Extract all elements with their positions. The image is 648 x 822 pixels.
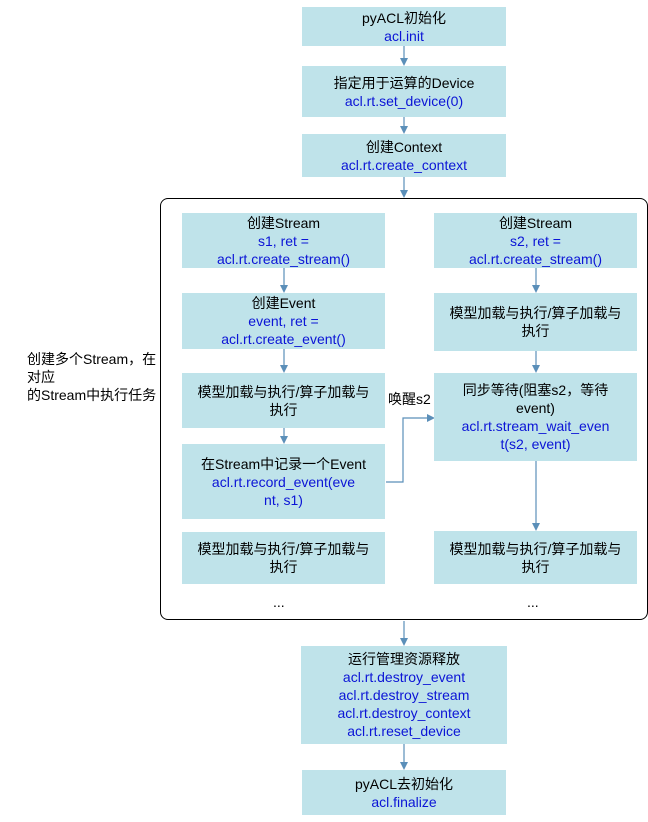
left-record-code2: nt, s1)	[264, 491, 303, 508]
left-exec-step-1: 模型加载与执行/算子加载与 执行	[182, 373, 385, 428]
release-code3: acl.rt.destroy_context	[337, 705, 471, 721]
left-create-stream-title: 创建Stream	[246, 214, 321, 231]
init-title: pyACL初始化	[361, 9, 447, 26]
release-code4: acl.rt.reset_device	[347, 723, 461, 739]
release-title: 运行管理资源释放	[348, 651, 460, 667]
left-exec1-line2: 执行	[269, 401, 298, 418]
release-code1: acl.rt.destroy_event	[342, 669, 466, 685]
right-exec-step-1: 模型加载与执行/算子加载与 执行	[434, 293, 637, 351]
left-create-event-step: 创建Event event, ret = acl.rt.create_event…	[182, 293, 385, 349]
left-create-stream-code1: s1, ret =	[258, 232, 309, 249]
release-code2: acl.rt.destroy_stream	[338, 687, 470, 703]
finalize-code: acl.finalize	[371, 793, 437, 810]
init-step: pyACL初始化 acl.init	[302, 7, 506, 46]
finalize-title: pyACL去初始化	[354, 775, 454, 792]
left-exec2-line1: 模型加载与执行/算子加载与	[197, 541, 370, 557]
right-exec2-line2: 执行	[521, 558, 550, 575]
right-wait-code2: t(s2, event)	[500, 436, 571, 452]
left-record-event-step: 在Stream中记录一个Event acl.rt.record_event(ev…	[182, 444, 385, 519]
side-note-line1: 创建多个Stream，在对应	[27, 351, 157, 385]
left-create-event-code1: event, ret =	[248, 313, 319, 329]
right-ellipsis: ...	[527, 594, 539, 610]
right-create-stream-code2: acl.rt.create_stream()	[468, 250, 603, 267]
right-create-stream-step: 创建Stream s2, ret = acl.rt.create_stream(…	[434, 213, 637, 268]
right-wait-code1: acl.rt.stream_wait_even	[461, 418, 610, 434]
left-create-event-title: 创建Event	[251, 295, 316, 311]
create-context-title: 创建Context	[365, 138, 443, 155]
right-wait-event-step: 同步等待(阻塞s2，等待 event) acl.rt.stream_wait_e…	[434, 373, 637, 461]
left-create-stream-step: 创建Stream s1, ret = acl.rt.create_stream(…	[182, 213, 385, 268]
left-ellipsis: ...	[273, 594, 285, 610]
create-context-step: 创建Context acl.rt.create_context	[302, 134, 506, 177]
right-create-stream-title: 创建Stream	[498, 214, 573, 231]
set-device-code: acl.rt.set_device(0)	[344, 92, 464, 109]
left-exec2-line2: 执行	[269, 559, 298, 575]
left-record-code1: acl.rt.record_event(eve	[211, 473, 356, 490]
left-create-event-code2: acl.rt.create_event()	[221, 331, 346, 347]
wake-label: 唤醒s2	[388, 391, 431, 407]
set-device-title: 指定用于运算的Device	[333, 74, 475, 91]
init-code: acl.init	[384, 27, 424, 44]
create-context-code: acl.rt.create_context	[340, 156, 468, 173]
side-note-line2: 的Stream中执行任务	[27, 387, 157, 403]
set-device-step: 指定用于运算的Device acl.rt.set_device(0)	[302, 66, 506, 117]
right-create-stream-code1: s2, ret =	[510, 232, 561, 249]
right-exec1-line2: 执行	[521, 323, 550, 339]
finalize-step: pyACL去初始化 acl.finalize	[302, 770, 506, 815]
right-exec2-line1: 模型加载与执行/算子加载与	[449, 540, 622, 557]
arrow-wake-s2	[386, 414, 435, 483]
left-create-stream-code2: acl.rt.create_stream()	[216, 250, 351, 267]
right-exec-step-2: 模型加载与执行/算子加载与 执行	[434, 531, 637, 584]
side-note: 创建多个Stream，在对应 的Stream中执行任务	[27, 350, 159, 404]
right-wait-line1: 同步等待(阻塞s2，等待	[462, 382, 609, 398]
left-record-title: 在Stream中记录一个Event	[201, 455, 366, 472]
right-exec1-line1: 模型加载与执行/算子加载与	[449, 305, 622, 321]
release-step: 运行管理资源释放 acl.rt.destroy_event acl.rt.des…	[301, 646, 507, 744]
left-exec-step-2: 模型加载与执行/算子加载与 执行	[182, 532, 385, 584]
left-exec1-line1: 模型加载与执行/算子加载与	[197, 383, 370, 400]
right-wait-line2: event)	[516, 400, 555, 416]
